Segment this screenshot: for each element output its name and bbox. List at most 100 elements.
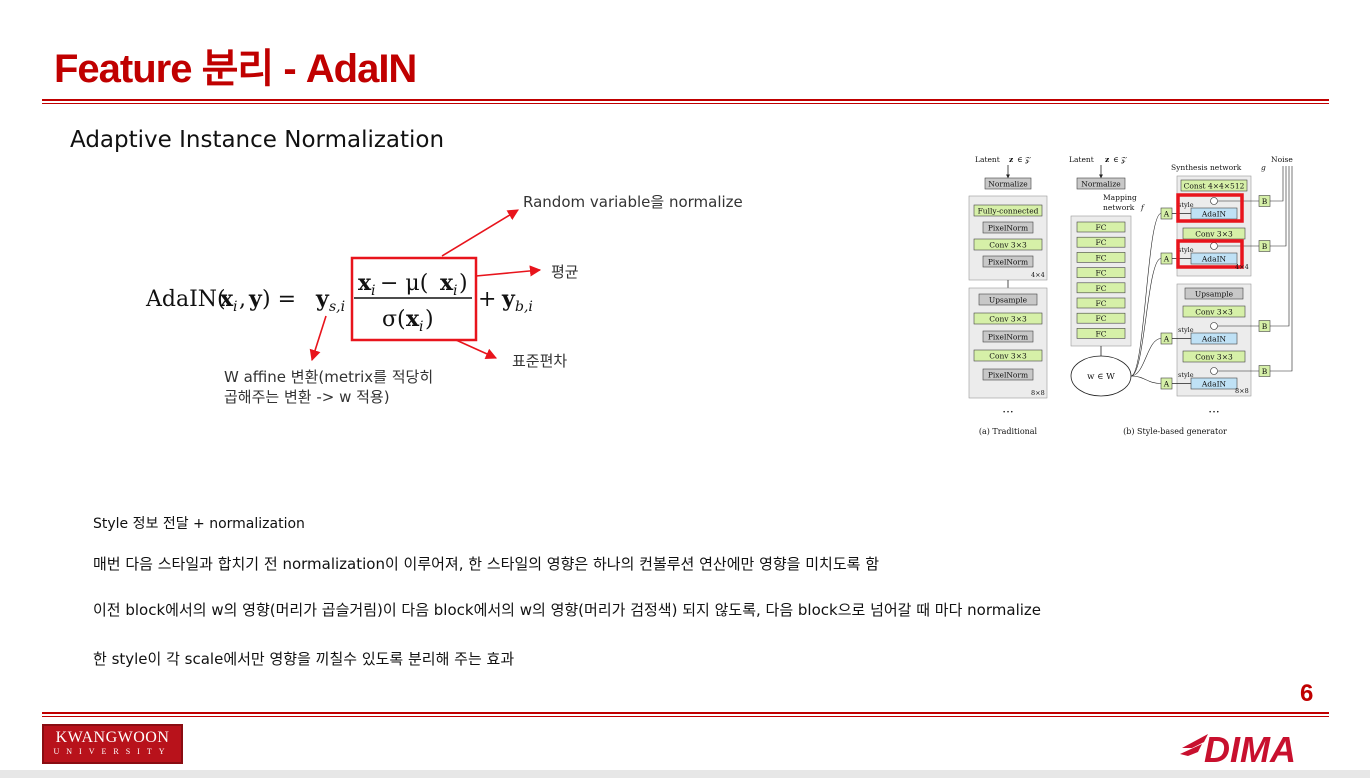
- stylegan-architecture-figure: Latent z∈ 𝒵 Normalize Fully-connected Pi…: [968, 155, 1293, 436]
- adain-label: AdaIN: [1201, 255, 1227, 264]
- annotation-random-variable: Random variable을 normalize: [523, 193, 743, 211]
- synth-conv-box: [1182, 305, 1246, 318]
- svg-text:∈ 𝒵: ∈ 𝒵: [1017, 155, 1032, 164]
- trad-dots: ···: [1002, 405, 1013, 419]
- svg-text:i: i: [233, 299, 237, 315]
- footer-divider: [42, 712, 1329, 714]
- mapping-label: Mapping: [1103, 193, 1137, 202]
- noise-add-node: [1210, 367, 1218, 375]
- w-to-a-edge: [1130, 375, 1162, 384]
- svg-text:s,i: s,i: [329, 299, 345, 315]
- title-divider: [42, 99, 1329, 101]
- w-to-a-edge: [1130, 258, 1162, 377]
- svg-text:AdaIN(: AdaIN(: [145, 287, 226, 312]
- svg-text:g: g: [1261, 163, 1266, 172]
- noise-add-node: [1210, 197, 1218, 205]
- title-divider-thin: [42, 103, 1329, 104]
- annotation-affine-line2: 곱해주는 변환 -> w 적용): [224, 388, 390, 406]
- b-label: B: [1262, 197, 1268, 206]
- footer-bar: [0, 770, 1370, 778]
- synthesis-label: Synthesis network: [1171, 163, 1242, 172]
- w-space-label: w ∈ W: [1087, 372, 1115, 382]
- fc-box: [1076, 312, 1126, 324]
- a-label: A: [1163, 335, 1170, 344]
- svg-text:− μ(: − μ(: [380, 271, 428, 296]
- dima-lab-logo: DIMA: [1180, 729, 1296, 766]
- svg-text:x: x: [220, 286, 234, 312]
- noise-add-node: [1210, 242, 1218, 250]
- svg-text:b,i: b,i: [515, 299, 533, 315]
- bullet-style-normalization: Style 정보 전달 + normalization: [93, 516, 305, 532]
- synth-conv-box: [1182, 350, 1246, 363]
- trad-block-upsample: Upsample: [989, 296, 1028, 305]
- svg-text:x: x: [358, 270, 372, 296]
- trad-block-normalize: Normalize: [988, 180, 1028, 189]
- svg-text:DIMA: DIMA: [1204, 729, 1296, 766]
- bullet-scale-separation: 한 style이 각 scale에서만 영향을 끼칠수 있도록 분리해 주는 효…: [93, 650, 515, 668]
- fc-box: [1076, 297, 1126, 309]
- fc-box: [1076, 328, 1126, 339]
- trad-block-pixelnorm2: PixelNorm: [988, 258, 1028, 267]
- section-subtitle: Adaptive Instance Normalization: [70, 127, 445, 153]
- svg-text:,: ,: [239, 287, 246, 312]
- fc-box: [1076, 267, 1126, 278]
- map-normalize: Normalize: [1081, 180, 1121, 189]
- style-label: style: [1178, 201, 1194, 209]
- svg-text:): ): [425, 307, 434, 332]
- svg-text:y: y: [315, 286, 330, 312]
- style-label: style: [1178, 371, 1194, 379]
- svg-text:) =: ) =: [262, 287, 296, 312]
- bullet-normalization-effect: 매번 다음 스타일과 합치기 전 normalization이 이루어져, 한 …: [93, 555, 880, 573]
- trad-block-fc: Fully-connected: [978, 207, 1039, 216]
- footer-divider-thin: [42, 716, 1329, 717]
- trad-block-pixelnorm1: PixelNorm: [988, 224, 1028, 233]
- synth-conv-label: Conv 3×3: [1195, 353, 1233, 362]
- svg-text:i: i: [453, 283, 457, 299]
- fc-label: FC: [1096, 314, 1107, 323]
- page-number: 6: [1300, 680, 1314, 707]
- b-label: B: [1262, 367, 1268, 376]
- fc-label: FC: [1096, 238, 1107, 247]
- svg-text:y: y: [501, 286, 516, 312]
- bullet-block-normalize: 이전 block에서의 w의 영향(머리가 곱슬거림)이 다음 block에서의…: [93, 601, 1042, 619]
- network-label: network: [1103, 203, 1135, 212]
- annotation-affine-line1: W affine 변환(metrix를 적당히: [224, 368, 434, 386]
- const-block: Const 4×4×512: [1184, 182, 1245, 191]
- adain-label: AdaIN: [1201, 380, 1227, 389]
- fc-label: FC: [1096, 223, 1107, 232]
- noise-add-node: [1210, 322, 1218, 330]
- a-label: A: [1163, 380, 1170, 389]
- trad-block-conv1: Conv 3×3: [989, 241, 1027, 250]
- fc-box: [1076, 282, 1126, 294]
- adain-label: AdaIN: [1201, 210, 1227, 219]
- adain-highlight: [1176, 239, 1244, 269]
- fc-box: [1076, 252, 1126, 263]
- svg-text:i: i: [419, 319, 423, 335]
- svg-text:f: f: [1140, 203, 1145, 212]
- caption-style-based: (b) Style-based generator: [1123, 427, 1227, 436]
- fc-label: FC: [1096, 284, 1107, 293]
- svg-text:∈ 𝒵: ∈ 𝒵: [1113, 155, 1128, 164]
- svg-text:i: i: [371, 283, 375, 299]
- synth-dots: ···: [1208, 405, 1219, 419]
- b-label: B: [1262, 242, 1268, 251]
- b-label: B: [1262, 322, 1268, 331]
- svg-text:+: +: [478, 287, 496, 312]
- svg-text:): ): [459, 271, 468, 296]
- trad-block-conv3: Conv 3×3: [989, 352, 1027, 361]
- noise-edge: [1270, 166, 1293, 372]
- noise-label: Noise: [1271, 155, 1293, 164]
- fc-box: [1076, 236, 1126, 248]
- synth-res-8: 8×8: [1235, 387, 1249, 395]
- synth-res-4: 4×4: [1235, 263, 1249, 271]
- svg-text:x: x: [406, 306, 420, 332]
- svg-text:σ(: σ(: [382, 307, 406, 332]
- trad-block-pixelnorm3: PixelNorm: [988, 333, 1028, 342]
- adain-equation: AdaIN( x i , y ) = y s,i x i − μ( x i ) …: [145, 209, 542, 362]
- fc-box: [1076, 221, 1126, 233]
- a-label: A: [1163, 255, 1170, 264]
- trad-res-4: 4×4: [1031, 271, 1045, 279]
- a-label: A: [1163, 210, 1170, 219]
- fc-label: FC: [1096, 253, 1107, 262]
- noise-edge: [1270, 166, 1284, 202]
